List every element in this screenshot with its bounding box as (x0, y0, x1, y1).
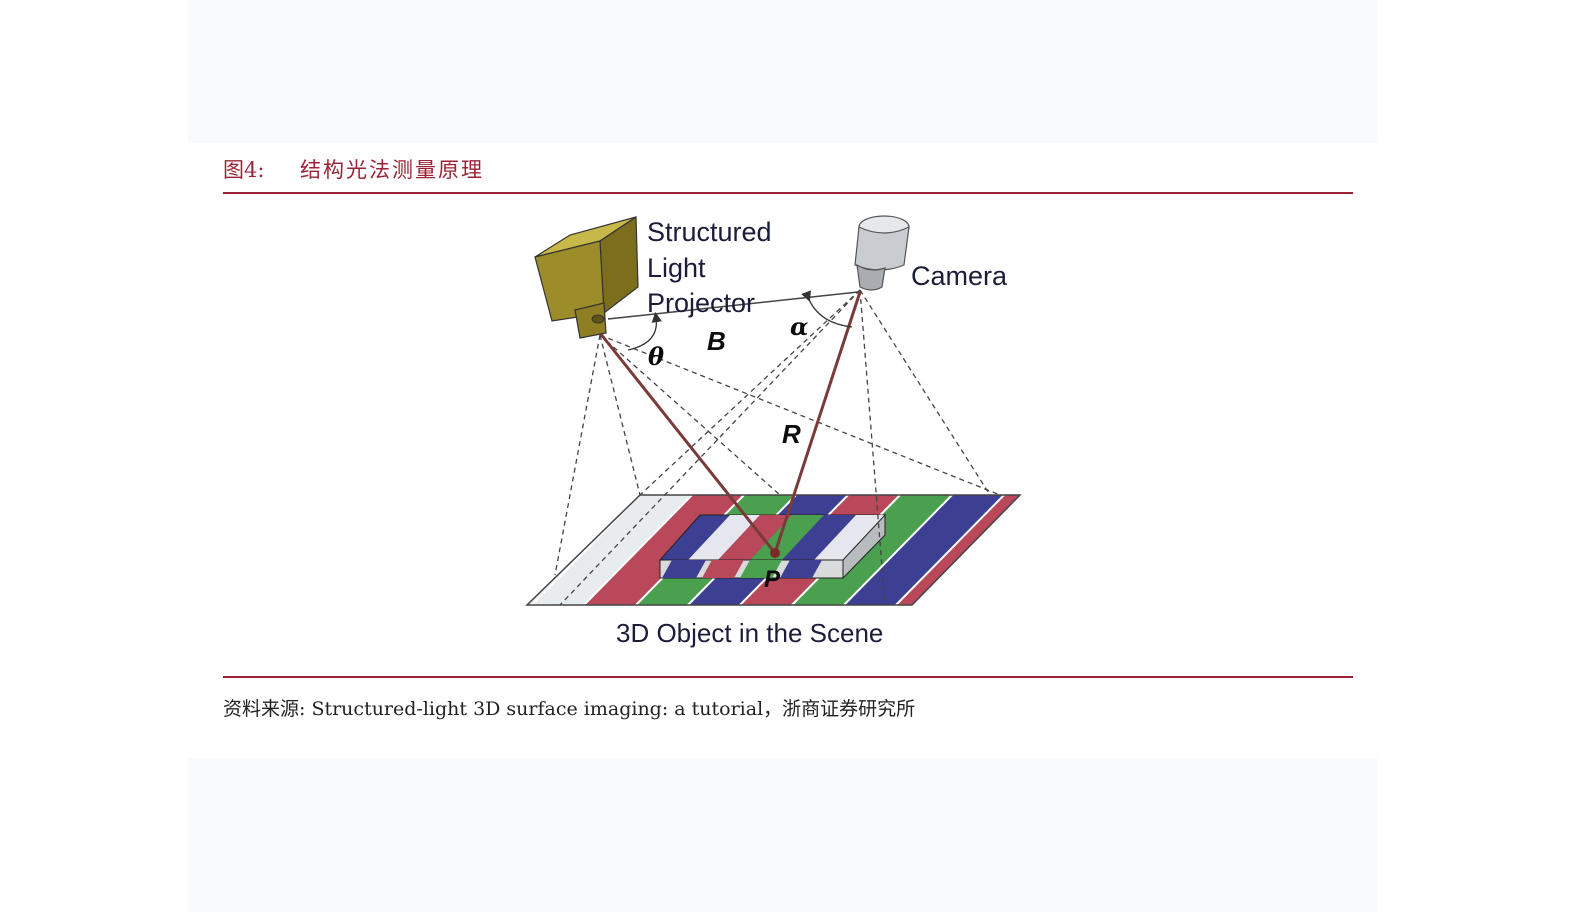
diagram-canvas: Structured Light Projector Camera B θ α … (525, 215, 1022, 648)
projection-lines (554, 289, 1001, 606)
scene-label: 3D Object in the Scene (616, 618, 883, 648)
raised-object (658, 513, 887, 580)
projector-label-line1: Structured (647, 217, 772, 247)
projector-label-line3: Projector (647, 288, 755, 318)
figure-header: 图4: 结构光法测量原理 (223, 150, 1353, 194)
baseline-line (607, 291, 859, 320)
camera-ray (773, 291, 862, 554)
stripe-white (532, 495, 692, 605)
figure-title: 结构光法测量原理 (300, 158, 484, 182)
theta-arc (627, 311, 662, 351)
source-label: 资料来源: (223, 698, 306, 720)
point-label: P (764, 566, 781, 593)
theta-label: θ (648, 342, 664, 371)
baseline-label: B (707, 326, 726, 356)
projector-ray (598, 332, 777, 554)
range-label: R (782, 419, 801, 449)
alpha-label: α (790, 312, 808, 341)
projector-label-line2: Light (647, 253, 706, 283)
source-text: Structured-light 3D surface imaging: a t… (311, 698, 916, 720)
top-background-panel (188, 0, 1378, 143)
source-line: 资料来源: Structured-light 3D surface imagin… (223, 694, 915, 721)
figure-number: 图4: (223, 158, 265, 182)
stripe-blue (844, 495, 1004, 605)
camera-label: Camera (911, 261, 1008, 291)
camera-icon (854, 215, 910, 291)
figure-footer: 资料来源: Structured-light 3D surface imagin… (223, 676, 1353, 720)
bottom-background-panel (188, 758, 1378, 912)
projector-icon (534, 215, 639, 339)
structured-light-diagram: Structured Light Projector Camera B θ α … (0, 195, 1580, 675)
alpha-arc (801, 290, 853, 328)
plane-outline (525, 494, 1022, 606)
point-p-marker (770, 548, 780, 558)
